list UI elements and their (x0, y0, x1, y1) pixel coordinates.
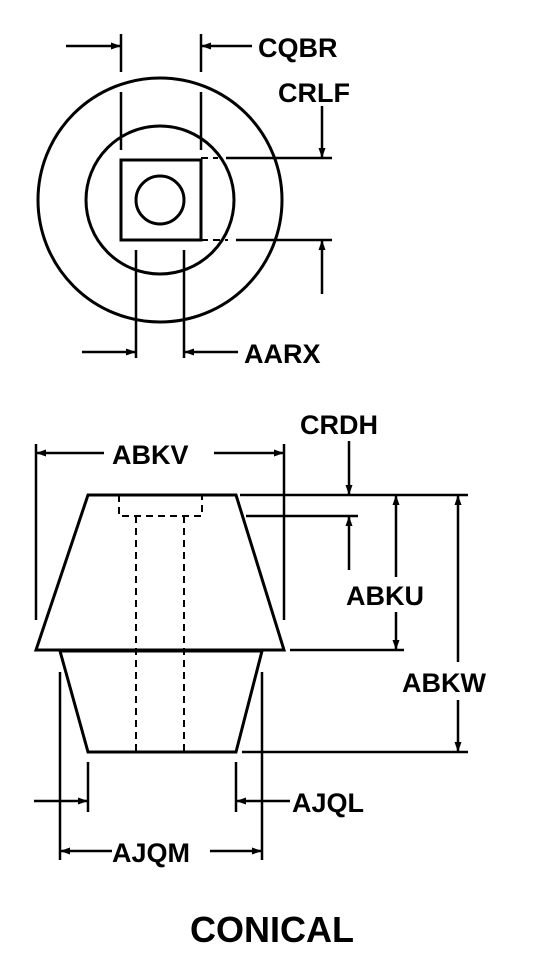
top-view: CQBR CRLF AARX (36, 33, 350, 369)
side-view: ABKV CRDH ABKU ABKW AJQL AJQM (33, 410, 486, 868)
label-abku: ABKU (346, 581, 424, 611)
label-aarx: AARX (244, 339, 321, 369)
center-hole (134, 174, 186, 226)
label-crdh: CRDH (300, 410, 378, 440)
label-ajql: AJQL (292, 788, 364, 818)
label-cqbr: CQBR (258, 33, 338, 63)
label-abkw: ABKW (402, 668, 486, 698)
upper-frustum (33, 493, 287, 652)
outer-circle (36, 76, 284, 324)
label-abkv: ABKV (112, 440, 189, 470)
hidden-counterbore (118, 495, 203, 517)
label-crlf: CRLF (278, 78, 350, 108)
drawing-title: CONICAL (190, 909, 354, 950)
inner-circle (84, 124, 236, 276)
lower-frustum (58, 649, 264, 754)
label-ajqm: AJQM (112, 838, 190, 868)
square-recess (119, 158, 203, 242)
